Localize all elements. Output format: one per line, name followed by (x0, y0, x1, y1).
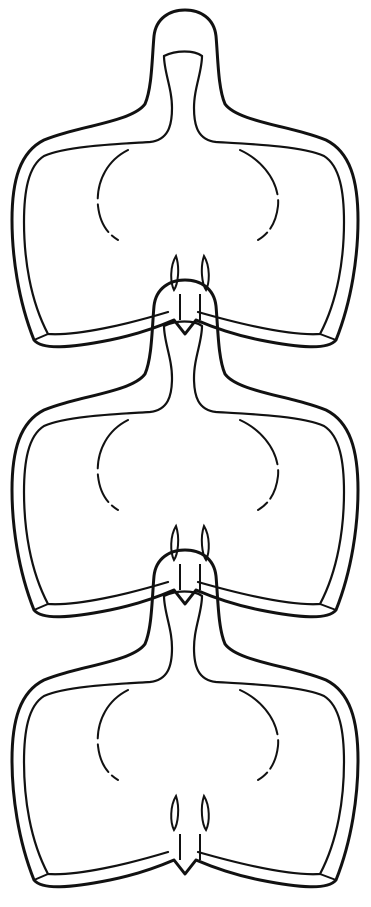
segment-1 (12, 10, 358, 347)
segment-2 (12, 280, 358, 617)
segment-3 (12, 550, 358, 887)
